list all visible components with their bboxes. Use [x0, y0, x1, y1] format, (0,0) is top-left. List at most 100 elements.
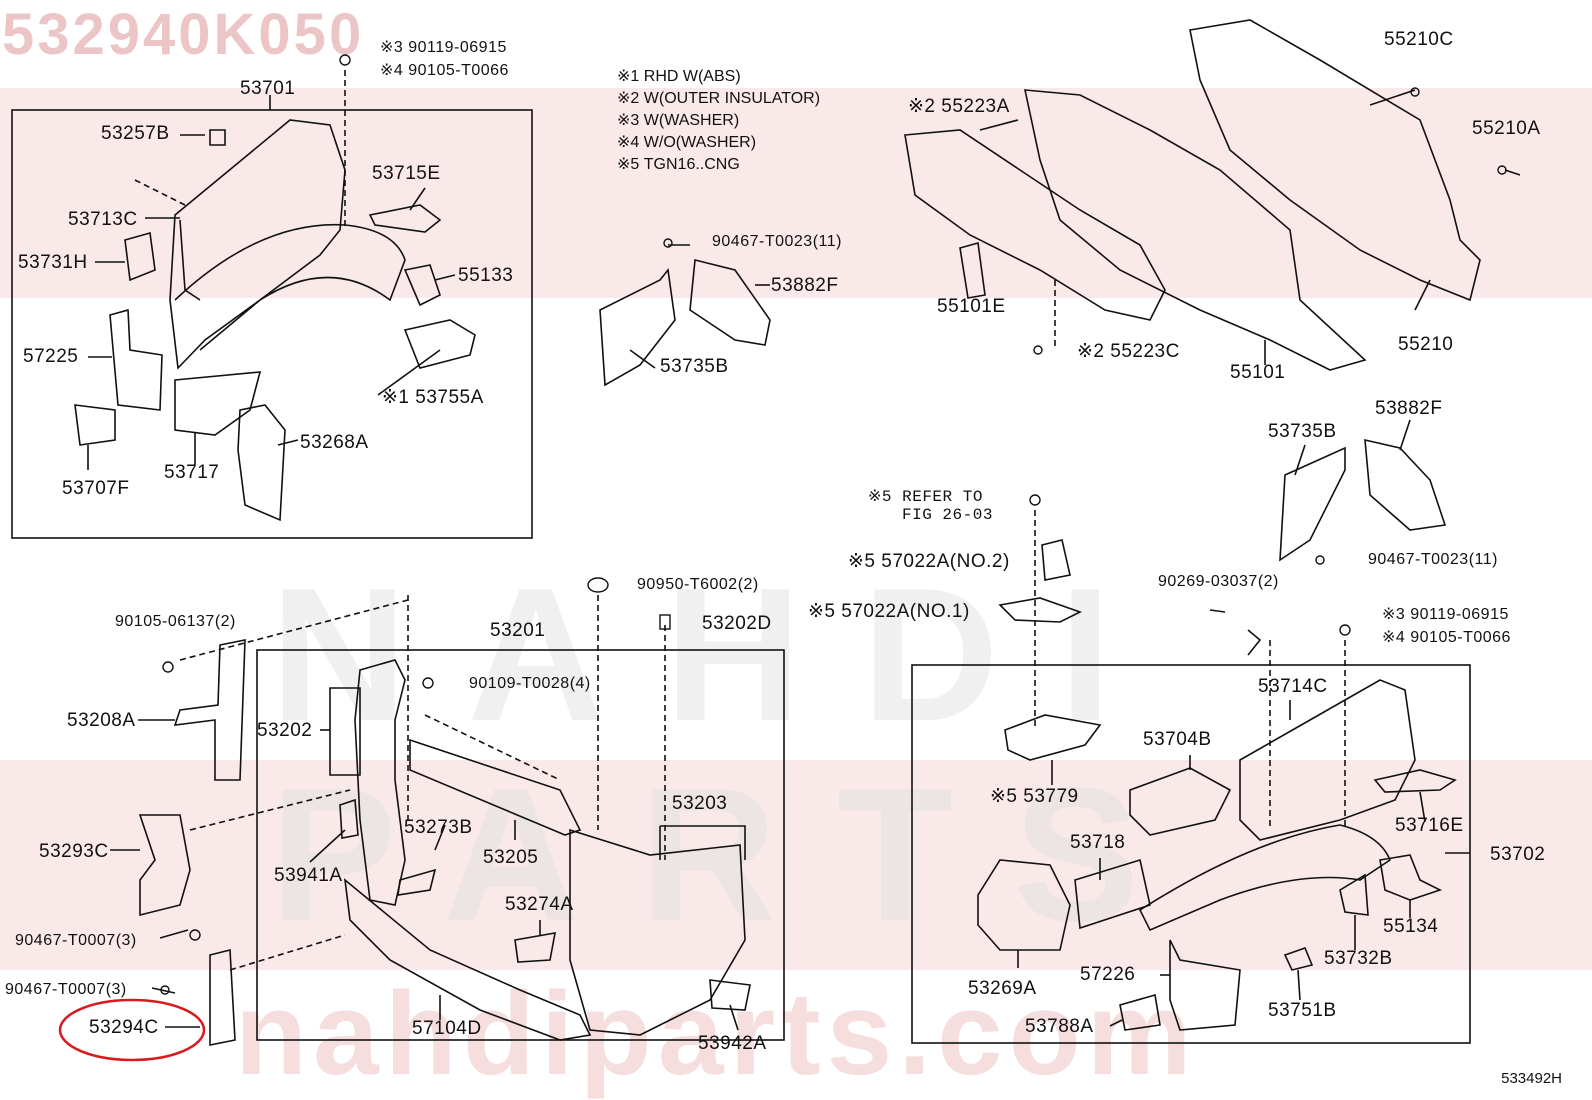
- part-label[interactable]: 53713C: [68, 209, 138, 230]
- part-57225: [109, 308, 163, 411]
- part-label[interactable]: 53274A: [505, 894, 574, 915]
- part-53713C: [179, 219, 201, 301]
- part-label[interactable]: 53882F: [771, 275, 839, 296]
- legend-item-4: ※4 W/O(WASHER): [617, 134, 757, 151]
- frame-left-apron: [11, 109, 533, 539]
- part-label[interactable]: 53205: [483, 847, 539, 868]
- part-label[interactable]: 57104D: [412, 1018, 482, 1039]
- part-label[interactable]: 53751B: [1268, 1000, 1337, 1021]
- part-53735B-2: [1279, 446, 1346, 562]
- part-53704B: [1129, 767, 1232, 836]
- highlight-circle: [58, 998, 206, 1062]
- part-53715E: [368, 204, 442, 233]
- part-53717: [174, 371, 262, 436]
- part-label[interactable]: 55101: [1230, 362, 1286, 383]
- part-label[interactable]: 53735B: [660, 356, 729, 377]
- figure-id: 533492H: [1501, 1070, 1562, 1087]
- legend-item-3: ※3 W(WASHER): [617, 112, 740, 129]
- part-label[interactable]: 53293C: [39, 841, 109, 862]
- part-label[interactable]: 53268A: [300, 432, 369, 453]
- part-label[interactable]: 90467-T0007(3): [15, 932, 137, 949]
- part-label[interactable]: 57226: [1080, 964, 1136, 985]
- part-label[interactable]: 53273B: [404, 817, 473, 838]
- part-label[interactable]: ※2 55223A: [908, 96, 1010, 117]
- part-label[interactable]: ※3 90119-06915: [380, 39, 507, 56]
- part-label[interactable]: ※4 90105-T0066: [1382, 629, 1511, 646]
- part-55133: [403, 264, 441, 307]
- part-label[interactable]: 53788A: [1025, 1016, 1094, 1037]
- part-label[interactable]: 53882F: [1375, 398, 1443, 419]
- part-label[interactable]: 53257B: [101, 123, 170, 144]
- part-53702: [1239, 679, 1416, 841]
- part-53707F: [74, 404, 116, 446]
- part-label[interactable]: 55134: [1383, 916, 1439, 937]
- part-label[interactable]: 53732B: [1324, 948, 1393, 969]
- part-53293C: [138, 814, 191, 917]
- part-53755A: [403, 319, 476, 369]
- part-55210: [1189, 19, 1481, 302]
- part-label[interactable]: 53718: [1070, 832, 1126, 853]
- part-label[interactable]: 53731H: [18, 252, 88, 273]
- part-label[interactable]: 55210C: [1384, 29, 1454, 50]
- part-label[interactable]: 90105-06137(2): [115, 613, 236, 630]
- part-label[interactable]: 53942A: [698, 1033, 767, 1054]
- part-label[interactable]: 53717: [164, 462, 220, 483]
- part-55223A: [904, 129, 1166, 321]
- part-label[interactable]: 90467-T0023(11): [1368, 551, 1498, 568]
- part-53205: [409, 738, 582, 836]
- part-label[interactable]: 53701: [240, 78, 296, 99]
- part-label[interactable]: 55133: [458, 265, 514, 286]
- part-53731H: [124, 231, 156, 282]
- part-label[interactable]: 53202D: [702, 613, 772, 634]
- part-label-highlighted[interactable]: 53294C: [89, 1017, 159, 1038]
- watermark-band-top: [0, 88, 1592, 298]
- legend-item-1: ※1 RHD W(ABS): [617, 68, 741, 85]
- part-label[interactable]: 55210A: [1472, 118, 1541, 139]
- part-label[interactable]: 53202: [257, 720, 313, 741]
- legend-item-2: ※2 W(OUTER INSULATOR): [617, 90, 821, 107]
- part-label[interactable]: 53704B: [1143, 729, 1212, 750]
- part-53942A: [709, 979, 751, 1011]
- part-label[interactable]: 53735B: [1268, 421, 1337, 442]
- part-53208A: [173, 639, 246, 781]
- part-label[interactable]: 53941A: [274, 865, 343, 886]
- part-label[interactable]: ※1 53755A: [382, 387, 484, 408]
- part-53294C: [209, 948, 236, 1046]
- part-label[interactable]: ※2 55223C: [1077, 341, 1180, 362]
- part-label[interactable]: 53714C: [1258, 676, 1328, 697]
- part-label[interactable]: 53201: [490, 620, 546, 641]
- part-label[interactable]: 53716E: [1395, 815, 1464, 836]
- part-label[interactable]: 90467-T0023(11): [712, 233, 842, 250]
- part-label[interactable]: ※4 90105-T0066: [380, 62, 509, 79]
- part-57022A-no1: [998, 597, 1083, 623]
- part-label[interactable]: 53208A: [67, 710, 136, 731]
- part-label[interactable]: ※3 90119-06915: [1382, 606, 1509, 623]
- part-label[interactable]: 90109-T0028(4): [469, 675, 591, 692]
- note-label: ※5 REFER TO: [868, 488, 983, 506]
- watermark-logo-text-2: PARTS: [270, 749, 1200, 961]
- part-53274A: [514, 932, 556, 963]
- part-label[interactable]: 53715E: [372, 163, 441, 184]
- fasteners: [160, 54, 1507, 995]
- part-53732B: [1339, 873, 1369, 916]
- part-label[interactable]: 55101E: [937, 296, 1006, 317]
- note-label: FIG 26-03: [902, 506, 993, 524]
- part-label[interactable]: 90269-03037(2): [1158, 573, 1279, 590]
- part-label[interactable]: 53203: [672, 793, 728, 814]
- part-55101E: [959, 241, 986, 299]
- part-label[interactable]: 53702: [1490, 844, 1546, 865]
- watermark-part-code: 532940K050: [2, 2, 365, 67]
- part-label[interactable]: 90950-T6002(2): [637, 576, 759, 593]
- part-label[interactable]: 53707F: [62, 478, 130, 499]
- part-label[interactable]: 57225: [23, 346, 79, 367]
- part-label[interactable]: 90467-T0007(3): [5, 981, 127, 998]
- part-53269A: [977, 859, 1071, 951]
- part-label[interactable]: ※5 57022A(NO.2): [848, 551, 1010, 572]
- part-label[interactable]: ※5 57022A(NO.1): [808, 601, 970, 622]
- part-55101: [1023, 89, 1367, 371]
- watermark-logo-text: NAHDI: [270, 549, 1172, 761]
- part-label[interactable]: 55210: [1398, 334, 1454, 355]
- part-label[interactable]: ※5 53779: [990, 786, 1079, 807]
- part-label[interactable]: 53269A: [968, 978, 1037, 999]
